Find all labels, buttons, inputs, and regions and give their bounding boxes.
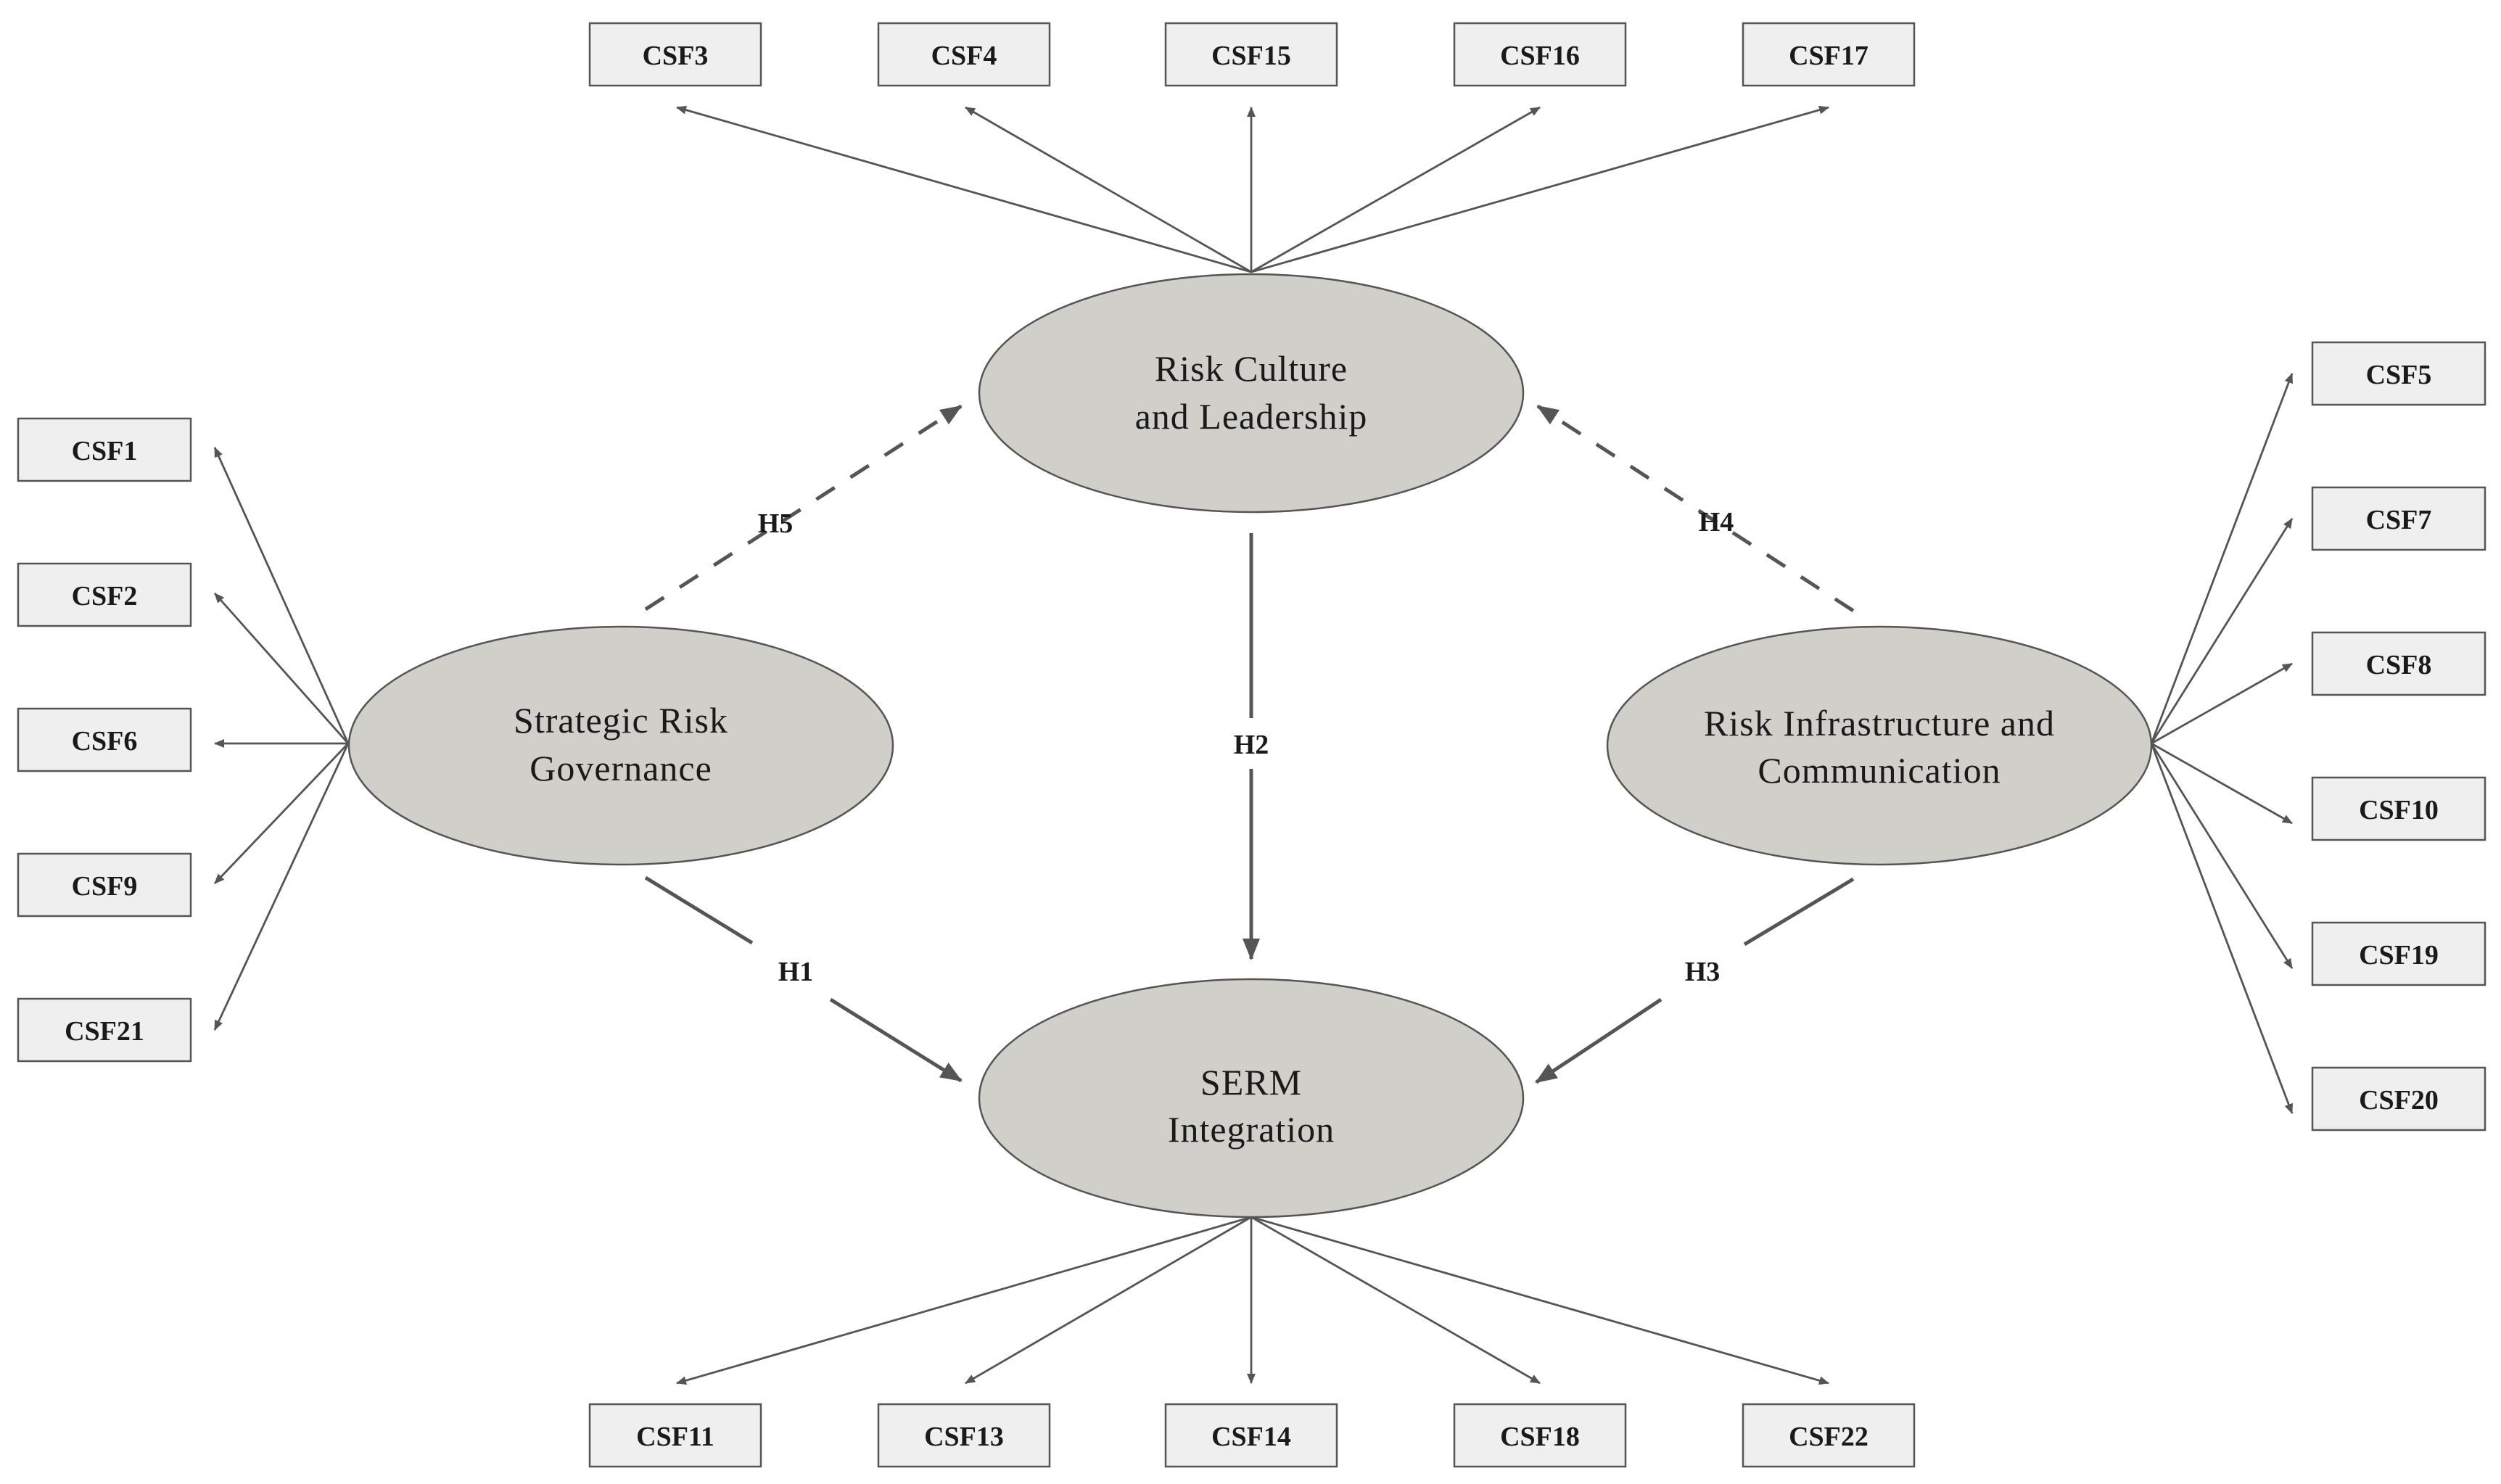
construct-ellipse [978, 273, 1525, 514]
path-h3-arrow [1535, 997, 1662, 1084]
path-h4-arrow [1536, 404, 1855, 613]
path-h3-arrow-segment-top [1743, 877, 1855, 947]
loading-arrow-csf22 [1250, 1216, 1829, 1385]
indicator-label: CSF15 [1211, 41, 1291, 71]
loading-arrow-csf10 [2151, 742, 2293, 825]
indicator-label: CSF14 [1211, 1422, 1291, 1452]
loading-arrow-csf7 [2150, 518, 2294, 744]
indicator-label: CSF9 [72, 871, 138, 902]
indicator-label: CSF18 [1500, 1422, 1580, 1452]
srg-loadings [213, 447, 350, 1031]
indicator-csf8: CSF8 [2311, 631, 2486, 696]
loading-arrow-csf16 [1250, 106, 1541, 273]
loading-arrow-csf13 [965, 1216, 1252, 1385]
indicator-csf17: CSF17 [1742, 22, 1916, 87]
indicator-csf19: CSF19 [2311, 921, 2486, 986]
indicator-csf3: CSF3 [588, 22, 762, 87]
indicator-csf4: CSF4 [877, 22, 1051, 87]
indicator-label: CSF8 [2366, 650, 2432, 680]
indicator-csf7: CSF7 [2311, 486, 2486, 551]
construct-label-line2: Governance [530, 748, 712, 788]
indicator-csf15: CSF15 [1164, 22, 1338, 87]
loading-arrow-csf9 [213, 743, 350, 884]
construct-label-line1: Risk Culture [1155, 348, 1348, 389]
hypothesis-h3-label: H3 [1685, 957, 1721, 987]
construct-label-line2: and Leadership [1135, 396, 1368, 437]
hypothesis-h4-label: H4 [1699, 507, 1734, 537]
indicator-label: CSF17 [1789, 41, 1868, 71]
indicator-csf11: CSF11 [588, 1403, 762, 1468]
indicator-label: CSF6 [72, 726, 138, 757]
loading-arrow-csf2 [213, 593, 350, 744]
indicator-label: CSF2 [72, 581, 138, 611]
construct-label-line1: Strategic Risk [514, 700, 728, 741]
indicator-csf22: CSF22 [1742, 1403, 1916, 1468]
rcl-loadings [676, 105, 1829, 273]
construct-label-line1: SERM [1200, 1062, 1302, 1102]
loading-arrow-csf4 [965, 106, 1252, 273]
indicator-csf16: CSF16 [1453, 22, 1627, 87]
loading-arrow-csf11 [676, 1216, 1252, 1385]
indicator-label: CSF1 [72, 436, 138, 466]
serm-loadings [676, 1216, 1829, 1385]
loading-arrow-csf19 [2150, 743, 2294, 969]
loading-arrow-csf3 [676, 105, 1252, 273]
serm-indicators: CSF11 CSF13 CSF14 CSF18 CSF22 [588, 1403, 1916, 1468]
hypothesis-h1-label: H1 [778, 957, 814, 987]
indicator-label: CSF16 [1500, 41, 1580, 71]
path-h5-arrow [644, 404, 963, 611]
indicator-label: CSF19 [2359, 940, 2439, 970]
construct-label-line2: Integration [1168, 1109, 1335, 1150]
srg-indicators: CSF1 CSF2 CSF6 CSF9 CSF21 [17, 417, 192, 1063]
indicator-label: CSF20 [2359, 1085, 2439, 1116]
hypothesis-h5-label: H5 [758, 508, 794, 539]
loading-arrow-csf21 [213, 743, 350, 1031]
construct-strategic-risk-governance: Strategic Risk Governance [347, 625, 894, 866]
indicator-csf6: CSF6 [17, 707, 192, 772]
indicator-csf14: CSF14 [1164, 1403, 1338, 1468]
loading-arrow-csf18 [1250, 1216, 1541, 1385]
indicator-csf18: CSF18 [1453, 1403, 1627, 1468]
indicator-label: CSF13 [924, 1422, 1004, 1452]
hypothesis-labels: H5 H4 H2 H1 H3 [758, 507, 1734, 987]
construct-serm-integration: SERM Integration [978, 978, 1525, 1219]
path-h1-arrow [829, 997, 963, 1083]
indicator-csf13: CSF13 [877, 1403, 1051, 1468]
indicator-csf10: CSF10 [2311, 776, 2486, 841]
construct-ellipse [978, 978, 1525, 1219]
indicator-csf1: CSF1 [17, 417, 192, 482]
construct-ellipse [347, 625, 894, 866]
indicator-label: CSF21 [65, 1016, 144, 1047]
indicator-label: CSF3 [643, 41, 709, 71]
loading-arrow-csf17 [1250, 105, 1829, 273]
indicator-label: CSF5 [2366, 360, 2432, 390]
indicator-csf2: CSF2 [17, 562, 192, 627]
indicator-csf9: CSF9 [17, 852, 192, 918]
indicator-csf5: CSF5 [2311, 341, 2486, 406]
indicator-label: CSF4 [931, 41, 997, 71]
loading-arrow-csf20 [2150, 743, 2294, 1114]
construct-risk-infrastructure-communication: Risk Infrastructure and Communication [1606, 625, 2153, 866]
indicator-label: CSF7 [2366, 505, 2432, 535]
loading-arrow-csf5 [2150, 373, 2294, 744]
hypothesis-h2-label: H2 [1234, 730, 1269, 760]
path-h1-arrow-segment-top [644, 875, 754, 945]
construct-label-line1: Risk Infrastructure and [1704, 703, 2055, 743]
construct-ellipse [1606, 625, 2153, 866]
loading-arrow-csf1 [213, 447, 350, 744]
indicator-label: CSF10 [2359, 795, 2439, 825]
indicator-csf21: CSF21 [17, 997, 192, 1063]
indicator-label: CSF11 [636, 1422, 714, 1452]
loading-arrow-csf8 [2151, 662, 2293, 745]
construct-risk-culture-leadership: Risk Culture and Leadership [978, 273, 1525, 514]
structural-paths [644, 404, 1855, 1084]
ric-loadings [2150, 373, 2294, 1114]
indicator-csf20: CSF20 [2311, 1066, 2486, 1131]
indicator-label: CSF22 [1789, 1422, 1868, 1452]
construct-label-line2: Communication [1758, 750, 2001, 791]
ric-indicators: CSF5 CSF7 CSF8 CSF10 CSF19 CSF20 [2311, 341, 2486, 1131]
rcl-indicators: CSF3 CSF4 CSF15 CSF16 CSF17 [588, 22, 1916, 87]
